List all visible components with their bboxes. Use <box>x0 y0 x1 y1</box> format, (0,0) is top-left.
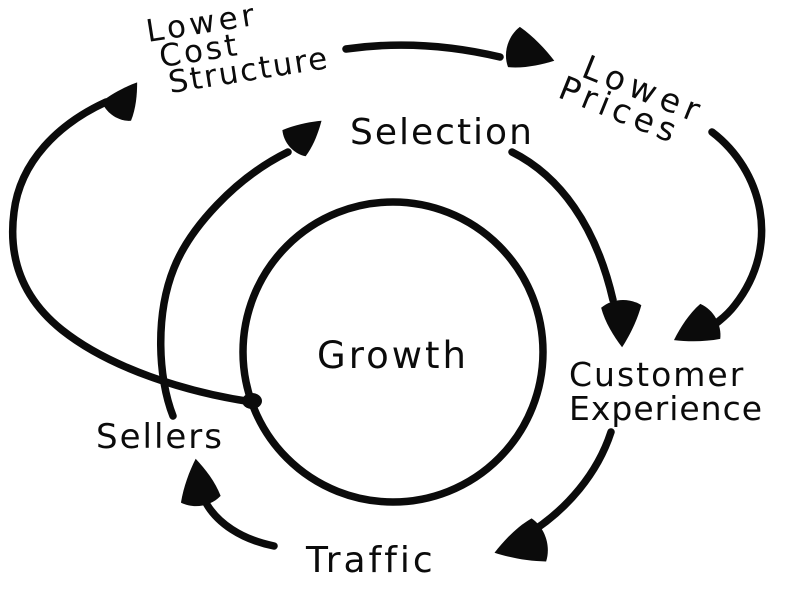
edge-growth-to-lower-cost-structure <box>8 98 256 406</box>
label-selection: Selection <box>350 112 534 153</box>
edge-lower-prices-to-customer-experience <box>697 128 766 337</box>
arrowhead-to-customer-experience-from-lower-prices <box>664 300 726 359</box>
edge-sellers-to-selection <box>157 148 292 420</box>
label-ce-line2: Experience <box>569 389 763 428</box>
arrowhead-to-lower-cost-structure <box>98 72 152 126</box>
arrowhead-to-lower-prices <box>501 24 561 81</box>
label-ce-line1: Customer <box>569 355 745 394</box>
label-growth: Growth <box>317 334 469 377</box>
arrowhead-layer <box>98 24 726 576</box>
arrowhead-to-customer-experience-from-selection <box>600 299 643 348</box>
edge-lower-cost-structure-to-lower-prices <box>342 41 504 61</box>
label-traffic: Traffic <box>305 540 436 581</box>
edge-selection-to-customer-experience <box>508 148 617 304</box>
edge-traffic-to-sellers <box>199 493 278 550</box>
growth-circle <box>239 198 547 506</box>
label-lower-cost-structure: Lower Cost Structure <box>144 0 332 101</box>
arrowhead-to-sellers <box>175 456 222 509</box>
label-lower-prices: Lower Prices <box>554 47 712 152</box>
label-sellers: Sellers <box>96 417 224 457</box>
edge-customer-experience-to-traffic <box>521 428 615 540</box>
edge-joint-knot <box>242 393 262 409</box>
label-customer-experience: Customer Experience <box>569 355 763 428</box>
